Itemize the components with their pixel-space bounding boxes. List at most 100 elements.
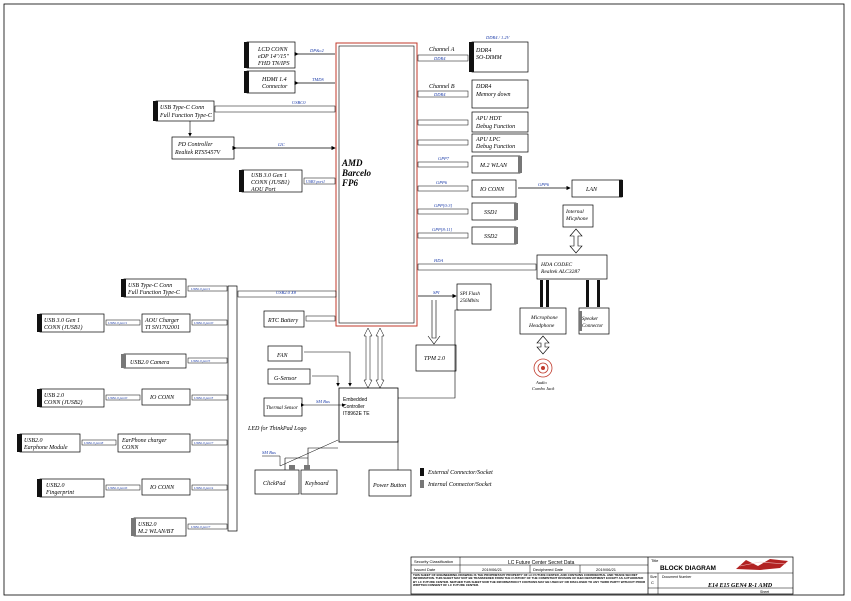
svg-text:CONN: CONN [122,445,139,451]
svg-text:IO CONN: IO CONN [149,485,175,491]
svg-text:SPI: SPI [433,290,440,295]
svg-text:SPI Flash: SPI Flash [460,292,480,297]
svg-text:Full Function Type-C: Full Function Type-C [127,290,181,296]
svg-text:USB2.0 port1: USB2.0 port1 [108,321,128,325]
svg-text:Channel A: Channel A [429,47,455,53]
svg-text:USB2.0: USB2.0 [46,483,65,489]
svg-text:Issued Date: Issued Date [414,567,436,572]
io-conn-top: IO CONN GPP6 GPP6 [417,179,571,198]
svg-text:SO-DIMM: SO-DIMM [476,55,503,61]
svg-text:Channel B: Channel B [429,84,455,90]
g-sensor: G-Sensor [267,368,340,387]
svg-text:GPP[0:3]: GPP[0:3] [434,203,452,208]
svg-text:Sheet: Sheet [760,590,769,594]
speaker-connector: Speaker Connector [578,280,610,335]
svg-text:IT8962E TE: IT8962E TE [343,411,370,417]
legend-internal-swatch [420,480,424,488]
svg-text:Headphone: Headphone [528,323,555,329]
lcd-connector: LCD CONN eDP 14"/15" FHD TN/IPS DP&c2 [244,41,335,69]
svg-text:USB2.0 Camera: USB2.0 Camera [130,360,169,366]
svg-text:IO CONN: IO CONN [479,187,505,193]
svg-text:Debug Function: Debug Function [475,144,515,150]
svg-text:FAN: FAN [276,353,289,359]
smbus-line [262,439,339,467]
svg-text:CONN (JUSB1): CONN (JUSB1) [251,179,290,186]
bus-label: DP&c2 [309,48,324,53]
svg-text:Size: Size [650,575,657,579]
svg-text:APU HDT: APU HDT [475,116,502,122]
svg-text:ClickPad: ClickPad [263,481,286,487]
svg-text:DDR4: DDR4 [433,92,446,97]
svg-text:CONN (JUSB2): CONN (JUSB2) [44,399,83,406]
usb2-bus-link [237,290,337,298]
svg-text:USB2.0 port0: USB2.0 port0 [108,396,128,400]
svg-text:SSD1: SSD1 [484,210,497,216]
audio-combo-jack: Audio Combo Jack [532,335,555,391]
aou-charger: AOU Charger TI SN1702001 USB2.0 port0 [141,313,228,333]
svg-text:Speaker: Speaker [582,317,598,322]
bus-label: TMDS [312,77,325,82]
io-conn-usb: IO CONN USB2.0 port3 [141,388,228,406]
svg-text:Connector: Connector [262,84,288,90]
svg-text:Embedded: Embedded [343,397,367,403]
legend-external-swatch [420,468,424,476]
disclaimer: THIS SHEET OF ENGINEERING DRAWING IS THE… [413,574,646,588]
usb3-conn-jusb1: USB 3.0 Gen 1 CONN (JUSB1) USB2.0 port1 [37,313,141,333]
page-border [3,3,845,596]
usb2-m2-wlan-bt: USB2.0 M.2 WLAN/BT USB2.0 port7 [131,517,228,537]
svg-text:Audio: Audio [535,380,547,385]
svg-text:Memory down: Memory down [475,92,511,98]
svg-text:Connector: Connector [582,324,603,329]
svg-text:M.2 WLAN: M.2 WLAN [479,163,508,169]
svg-text:Internal: Internal [565,209,584,215]
svg-text:TPM 2.0: TPM 2.0 [424,356,445,362]
ssd2: SSD2 GPP[8:11] [417,226,518,245]
svg-text:DDR4: DDR4 [475,83,491,90]
svg-text:IO CONN: IO CONN [149,395,175,401]
ssd1: SSD1 GPP[0:3] [417,202,518,221]
svg-text:EarPhone charger: EarPhone charger [121,438,167,444]
svg-text:DDR4: DDR4 [475,47,491,54]
bus-label: I2C [277,142,286,147]
smbus-label: SM Bus [262,450,276,455]
usb-typec-connector-2: USB Type-C Conn Full Function Type-C USB… [121,278,228,298]
svg-text:Microphone: Microphone [530,315,558,321]
svg-text:USB2.0 port5: USB2.0 port5 [191,359,211,363]
microphone-headphone: Microphone Headphone [519,280,567,335]
svg-text:Full Function Type-C: Full Function Type-C [159,113,213,119]
earphone-charger-conn: EarPhone charger CONN USB2.0 port7 [117,433,228,453]
svg-text:HDA: HDA [433,258,443,263]
svg-text:Controller: Controller [343,404,365,410]
svg-text:TI SN1702001: TI SN1702001 [145,325,180,331]
svg-text:AOU Charger: AOU Charger [144,318,180,324]
thermal-sensor: Thermal Sensor SM Bus [263,397,346,417]
svg-text:USB2.0 port7: USB2.0 port7 [194,441,214,445]
svg-text:USB2.0 port6: USB2.0 port6 [108,486,128,490]
led-logo-label: LED for ThinkPad Logo [247,425,307,432]
svg-text:HDMI 1.4: HDMI 1.4 [261,76,287,83]
clickpad: ClickPad [254,465,300,495]
legend: External Connector/Socket Internal Conne… [420,468,493,488]
legend-external: External Connector/Socket [427,470,493,476]
hda-codec: HDA CODEC Realtek ALC3287 HDA [417,254,608,280]
company-name: LC Future Center Secret Data [508,560,575,566]
svg-text:USB2.0 port4: USB2.0 port4 [194,486,214,490]
svg-text:SM Bus: SM Bus [316,399,330,404]
usb2-camera: USB2.0 Camera USB2.0 port5 [121,353,228,369]
apu-lpc-debug: APU LPC Debug Function [417,133,529,153]
svg-text:USB 3.0 Gen 1: USB 3.0 Gen 1 [251,173,287,179]
cpu-block: AMD Barcelo FP6 [335,42,418,327]
svg-text:Debug Function: Debug Function [475,124,515,130]
apu-hdt-debug: APU HDT Debug Function [417,111,529,133]
m2-wlan: M.2 WLAN GPP7 [417,155,522,174]
svg-text:CONN (JUSB1): CONN (JUSB1) [44,324,83,331]
svg-text:USB2.0 port7: USB2.0 port7 [191,525,211,529]
usb2-bus-label: USB2.0 X8 [276,290,297,295]
svg-text:HDA CODEC: HDA CODEC [540,262,573,268]
svg-text:RTC Battery: RTC Battery [267,318,299,324]
fan: FAN [267,345,352,387]
svg-text:LCD CONN: LCD CONN [257,47,289,53]
svg-text:USB2.0 port3: USB2.0 port3 [194,396,214,400]
diagram-title: BLOCK DIAGRAM [660,565,716,572]
svg-text:USB Type-C Conn: USB Type-C Conn [128,283,172,289]
